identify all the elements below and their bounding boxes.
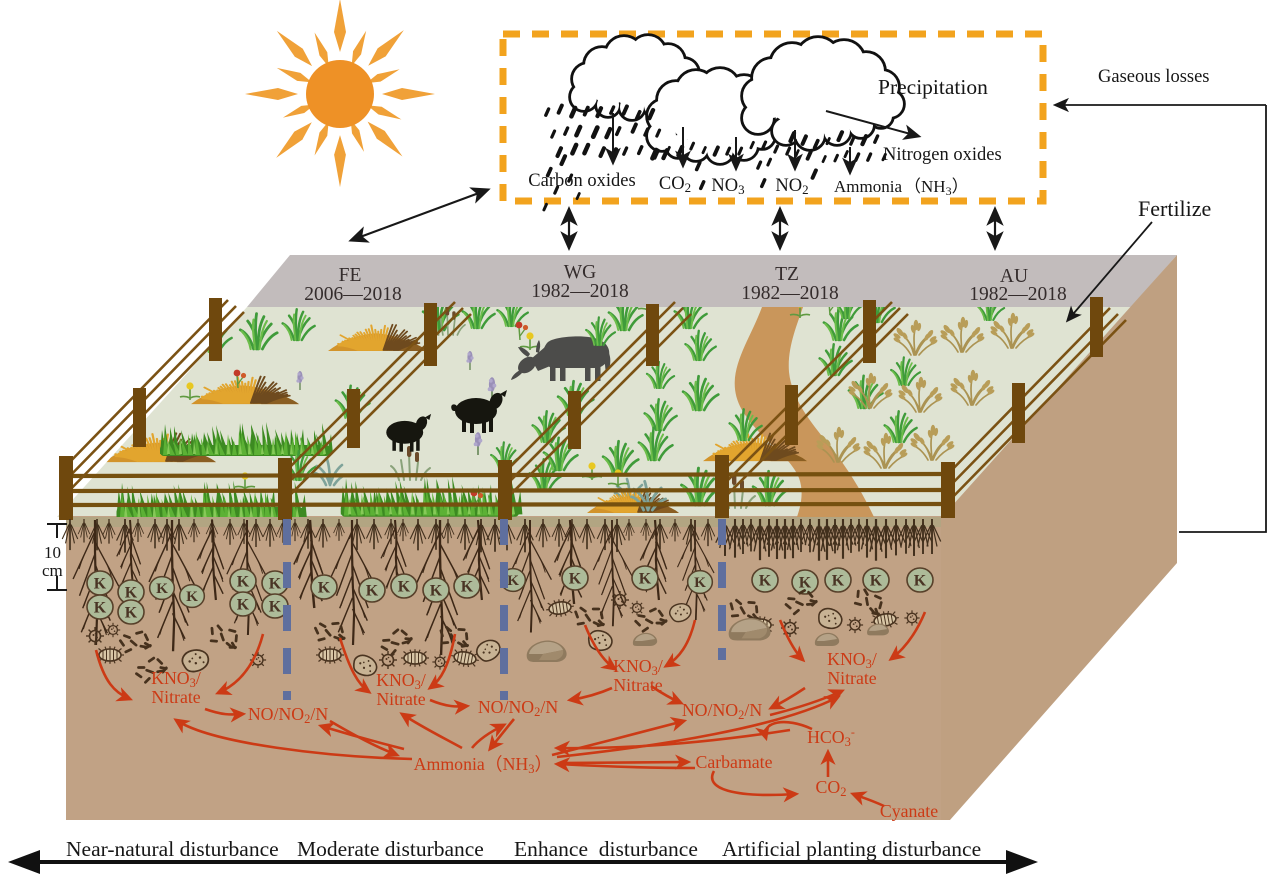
svg-text:NO3: NO3 [711, 176, 744, 197]
svg-text:WG: WG [564, 262, 597, 283]
svg-text:Cyanate: Cyanate [880, 801, 938, 821]
svg-text:Carbamate: Carbamate [695, 752, 772, 772]
svg-text:Carbon oxides: Carbon oxides [528, 171, 635, 191]
svg-text:KNO3/: KNO3/ [827, 649, 877, 671]
svg-text:1982—2018: 1982—2018 [969, 284, 1067, 305]
svg-text:Moderate disturbance: Moderate disturbance [297, 837, 484, 861]
svg-text:1982—2018: 1982—2018 [531, 281, 629, 302]
svg-text:10: 10 [44, 543, 61, 562]
svg-text:Nitrate: Nitrate [613, 675, 662, 695]
svg-text:TZ: TZ [775, 264, 799, 285]
svg-text:2006—2018: 2006—2018 [304, 284, 402, 305]
svg-text:cm: cm [42, 561, 63, 580]
svg-text:CO2: CO2 [659, 174, 691, 195]
svg-text:KNO3/: KNO3/ [151, 668, 201, 690]
svg-text:Fertilize: Fertilize [1138, 196, 1211, 221]
svg-text:Nitrate: Nitrate [376, 689, 425, 709]
svg-text:Nitrate: Nitrate [827, 668, 876, 688]
svg-text:NO/NO2/N: NO/NO2/N [682, 700, 763, 722]
svg-text:NO/NO2/N: NO/NO2/N [478, 697, 559, 719]
svg-text:Ammonia（NH3）: Ammonia（NH3） [414, 754, 553, 776]
svg-text:Ammonia（NH3）: Ammonia（NH3） [834, 177, 969, 198]
svg-text:KNO3/: KNO3/ [613, 656, 663, 678]
svg-text:1982—2018: 1982—2018 [741, 283, 839, 304]
svg-text:KNO3/: KNO3/ [376, 670, 426, 692]
svg-text:Nitrate: Nitrate [151, 687, 200, 707]
svg-text:Near-natural disturbance: Near-natural disturbance [66, 837, 279, 861]
svg-text:CO2: CO2 [816, 777, 847, 799]
svg-text:AU: AU [1000, 266, 1028, 287]
svg-text:Nitrogen oxides: Nitrogen oxides [883, 145, 1002, 165]
svg-text:NO2: NO2 [775, 176, 808, 197]
svg-text:Enhance disturbance: Enhance disturbance [514, 837, 698, 861]
svg-text:Precipitation: Precipitation [878, 75, 988, 99]
svg-text:Artificial planting disturbanc: Artificial planting disturbance [722, 837, 981, 861]
svg-text:Gaseous losses: Gaseous losses [1098, 67, 1210, 87]
svg-text:NO/NO2/N: NO/NO2/N [248, 704, 329, 726]
svg-text:FE: FE [339, 265, 362, 286]
